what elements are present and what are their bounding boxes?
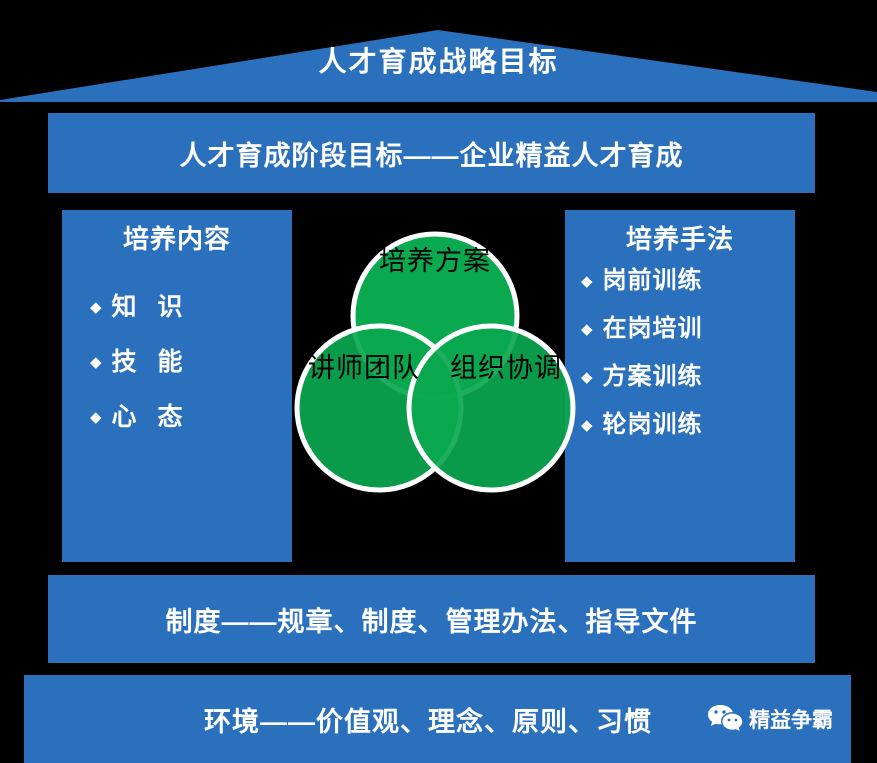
list-item: ◆ 心 态 [90,405,292,430]
pillar-left-item-label: 技 能 [111,348,190,377]
diamond-bullet-icon: ◆ [90,354,102,372]
list-item: ◆ 方案训练 [581,365,795,389]
list-item: ◆ 在岗培训 [581,317,795,341]
venn-diagram: 培养方案 讲师团队 组织协调 [292,228,578,496]
pillar-right-item-label: 轮岗训练 [602,411,703,439]
diamond-bullet-icon: ◆ [90,409,102,427]
list-item: ◆ 岗前训练 [581,269,795,293]
roof-shape [0,30,877,102]
pillar-left-title: 培养内容 [122,224,231,254]
diamond-bullet-icon: ◆ [581,320,593,338]
pillar-training-methods: 培养手法 ◆ 岗前训练 ◆ 在岗培训 ◆ 方案训练 ◆ 轮岗训练 [565,210,795,562]
pillar-right-item-label: 方案训练 [602,363,703,391]
diamond-bullet-icon: ◆ [90,299,102,317]
pillar-left-item-label: 心 态 [111,403,190,432]
list-item: ◆ 知 识 [90,295,292,320]
environment-banner-text: 环境——价值观、理念、原则、习惯 [204,706,652,737]
watermark-label: 精益争霸 [749,709,833,732]
pillar-right-list: ◆ 岗前训练 ◆ 在岗培训 ◆ 方案训练 ◆ 轮岗训练 [565,269,795,437]
system-banner: 制度——规章、制度、管理办法、指导文件 [48,575,815,663]
watermark: 精益争霸 [707,703,833,738]
diamond-bullet-icon: ◆ [581,272,593,290]
roof-title: 人才育成战略目标 [318,46,559,77]
stage-goal-text: 人才育成阶段目标——企业精益人才育成 [179,140,684,171]
wechat-icon [707,703,743,738]
list-item: ◆ 技 能 [90,350,292,375]
diamond-bullet-icon: ◆ [581,416,593,434]
pillar-left-list: ◆ 知 识 ◆ 技 能 ◆ 心 态 [62,295,292,430]
list-item: ◆ 轮岗训练 [581,413,795,437]
pillar-right-title: 培养手法 [625,224,734,254]
pillar-right-item-label: 在岗培训 [602,315,703,343]
environment-banner: 环境——价值观、理念、原则、习惯 精益争霸 [24,675,851,763]
stage-goal-banner: 人才育成阶段目标——企业精益人才育成 [48,113,815,193]
diamond-bullet-icon: ◆ [581,368,593,386]
pillar-right-item-label: 岗前训练 [602,267,703,295]
pillar-left-item-label: 知 识 [111,293,190,322]
pillar-training-content: 培养内容 ◆ 知 识 ◆ 技 能 ◆ 心 态 [62,210,292,562]
system-banner-text: 制度——规章、制度、管理办法、指导文件 [165,606,698,637]
